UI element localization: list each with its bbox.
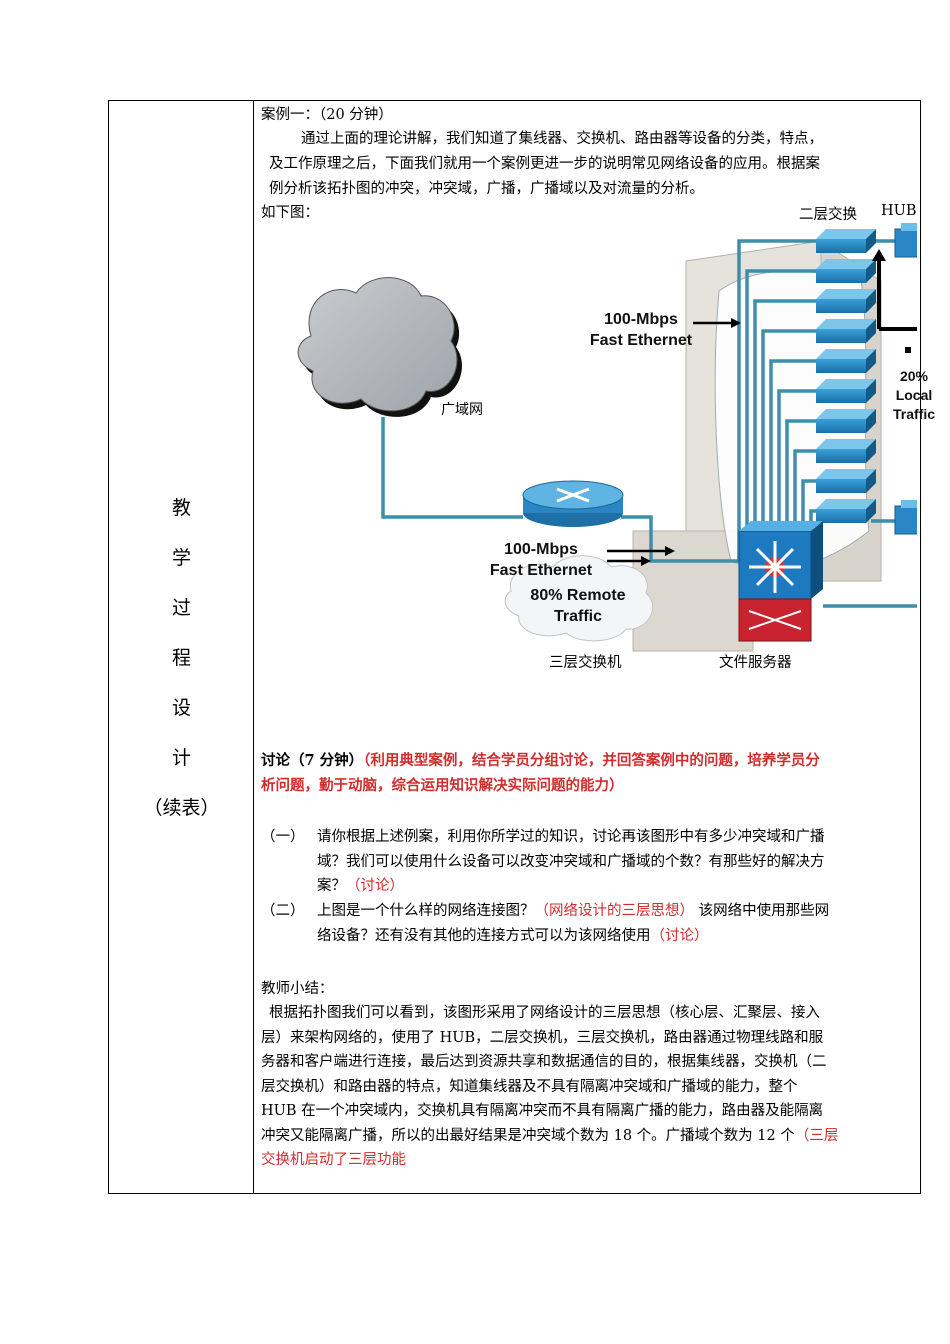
question-1-line: 请你根据上述例案，利用你所学过的知识，讨论再该图形中有多少冲突域和广播	[317, 829, 825, 845]
discuss-tag: （讨论）	[650, 928, 709, 944]
summary-line: 冲突又能隔离广播，所以的出最好结果是冲突域个数为 18 个。广播域个数为 12 …	[261, 1128, 795, 1144]
hub-icon	[894, 500, 922, 535]
summary-line: 务器和客户端进行连接，最后达到资源共享和数据通信的目的，根据集线器，交换机（二	[261, 1054, 827, 1070]
label-line: Fast Ethernet	[589, 332, 693, 349]
label-fast-ethernet-top: 100-Mbps Fast Ethernet	[581, 309, 701, 351]
discussion-note-cont: 析问题，勤于动脑，综合运用知识解决实际问题的能力）	[261, 777, 624, 794]
discuss-tag: （讨论）	[346, 878, 404, 894]
router-icon	[522, 480, 624, 527]
section-title-char: 学	[171, 547, 191, 569]
question-2-num: （二）	[261, 903, 305, 919]
question-1-line: 案？	[317, 878, 346, 894]
question-2-text: 该网络中使用那些网	[694, 903, 830, 919]
label-line: 20%	[899, 368, 929, 384]
discussion-note: （利用典型案例，结合学员分组讨论，并回答案例中的问题，培养学员分	[363, 752, 820, 769]
label-wan: 广域网	[441, 402, 483, 418]
question-1-num: （一）	[261, 829, 305, 845]
section-title-suffix: （续表）	[143, 797, 220, 819]
summary-line: 层）来架构网络的，使用了 HUB，二层交换机，三层交换机，路由器通过物理线路和服	[261, 1030, 824, 1046]
traffic-arrows	[607, 249, 921, 566]
question-2-text: 上图是一个什么样的网络连接图？	[317, 903, 535, 919]
topology-svg	[297, 223, 950, 652]
label-line: Traffic	[553, 608, 602, 625]
section-title: 教 学 过 程 设 计 （续表）	[109, 483, 254, 833]
network-topology-diagram: 二层交换 HUB 广域网 100-Mbps Fast Ethernet 100-…	[261, 201, 950, 681]
label-line: Local	[895, 387, 933, 403]
question-2-text: 络设备？还有没有其他的连接方式可以为该网络使用	[317, 928, 651, 944]
label-remote-traffic: 80% Remote Traffic	[513, 585, 643, 627]
summary-line: 根据拓扑图我们可以看到，该图形采用了网络设计的三层思想（核心层、汇聚层、接入	[269, 1005, 820, 1021]
section-title-char: 教	[171, 497, 191, 519]
label-line: 80% Remote	[530, 587, 626, 604]
summary-line: HUB 在一个冲突域内，交换机具有隔离冲突而不具有隔离广播的能力，路由器及能隔离	[261, 1103, 824, 1119]
summary-red-note: （三层	[794, 1128, 839, 1144]
case-paragraph-line: 例分析该拓扑图的冲突，冲突域，广播，广播域以及对流量的分析。	[269, 181, 704, 197]
left-column: 教 学 过 程 设 计 （续表）	[109, 101, 254, 1193]
question-1-line: 域？我们可以使用什么设备可以改变冲突域和广播域的个数？有那些好的解决方	[317, 854, 825, 870]
figure-intro: 如下图：	[261, 205, 319, 221]
section-title-char: 过	[171, 597, 191, 619]
label-layer2-switch: 二层交换	[799, 207, 857, 223]
section-title-char: 程	[171, 647, 191, 669]
section-title-char: 设	[171, 697, 191, 719]
label-line: 100-Mbps	[604, 311, 678, 328]
case-paragraph-line: 及工作原理之后，下面我们就用一个案例更进一步的说明常见网络设备的应用。根据案	[269, 156, 820, 172]
page-table: 教 学 过 程 设 计 （续表） 案例一：（20 分钟） 通过上面的理论讲解，我…	[108, 100, 950, 1194]
label-line: Traffic	[892, 406, 935, 422]
discussion-title: 讨论（7 分钟）	[261, 752, 364, 769]
summary-line: 层交换机）和路由器的特点，知道集线器及不具有隔离冲突域和广播域的能力，整个	[261, 1079, 798, 1095]
remote-traffic-cloud	[504, 555, 654, 642]
label-hub: HUB	[881, 203, 917, 219]
label-line: 100-Mbps	[504, 541, 578, 558]
label-local-traffic: 20% Local Traffic	[881, 367, 947, 424]
label-fast-ethernet-bottom: 100-Mbps Fast Ethernet	[481, 539, 601, 581]
label-layer3-switch: 三层交换机	[549, 655, 622, 671]
summary-title: 教师小结：	[261, 981, 334, 997]
wan-cloud	[297, 277, 462, 417]
case-paragraph-line: 通过上面的理论讲解，我们知道了集线器、交换机、路由器等设备的分类，特点，	[301, 131, 823, 147]
section-title-char: 计	[171, 747, 191, 769]
summary-red-note-cont: 交换机启动了三层功能	[261, 1152, 406, 1168]
case-heading: 案例一：（20 分钟）	[261, 107, 393, 123]
label-line: Fast Ethernet	[489, 562, 593, 579]
design-concept-tag: （网络设计的三层思想）	[534, 903, 695, 919]
access-switch-stack	[816, 229, 876, 523]
hub-icon	[894, 223, 922, 258]
label-file-server: 文件服务器	[719, 655, 792, 671]
layer3-switch-icon	[738, 521, 823, 642]
